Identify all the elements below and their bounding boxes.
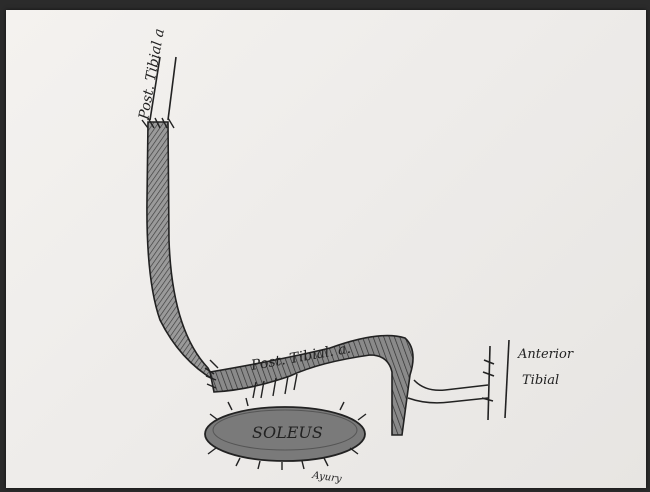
label-soleus: SOLEUS xyxy=(252,423,323,442)
label-tibial: Tibial xyxy=(522,373,559,388)
connecting-vessel xyxy=(408,380,488,403)
anterior-tibial-vessel xyxy=(482,340,509,420)
posterior-tibial-artery-main xyxy=(147,122,214,380)
label-scribble: Ayury xyxy=(311,470,343,485)
label-anterior: Anterior xyxy=(517,347,574,362)
label-post-tibial-top: Post. Tibial a xyxy=(136,27,168,121)
